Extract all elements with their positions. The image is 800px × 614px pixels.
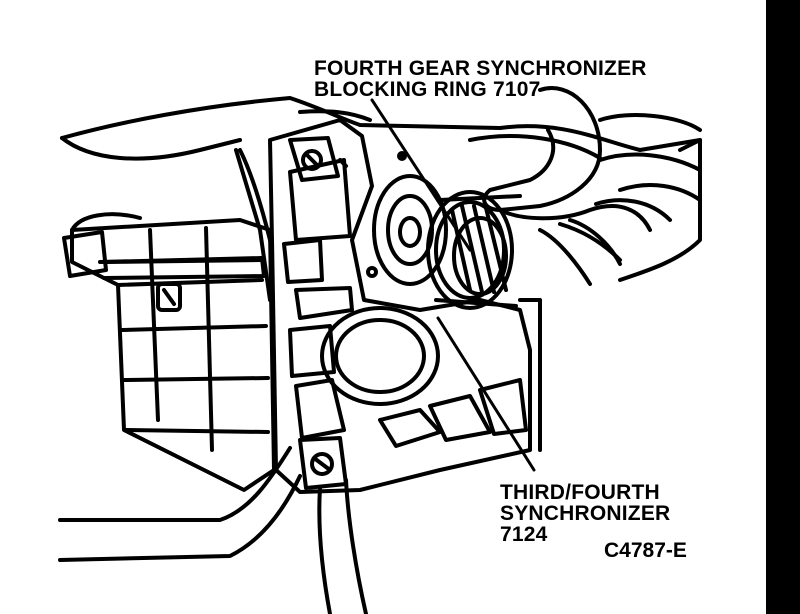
rear-housing [70,148,276,492]
upper-bolt [288,136,340,182]
label-fourth-gear-blocking-ring: FOURTH GEAR SYNCHRONIZER BLOCKING RING 7… [314,58,647,100]
diagram-illustration [58,86,702,614]
label-line: THIRD/FOURTH [500,481,660,504]
label-third-fourth-synchronizer: THIRD/FOURTH SYNCHRONIZER 7124 [500,482,670,545]
synchronizer-assembly [372,174,522,310]
label-line: BLOCKING RING 7107 [314,78,541,101]
leader-lines [370,98,536,472]
case-upper-outline [60,96,702,161]
rear-bearing-bore [320,306,440,406]
transmission-diagram: FOURTH GEAR SYNCHRONIZER BLOCKING RING 7… [0,0,766,614]
case-plate [268,118,532,494]
label-line: FOURTH GEAR SYNCHRONIZER [314,57,647,80]
label-line: SYNCHRONIZER [500,502,671,525]
figure-code: C4787-E [604,539,687,562]
case-right-edge [518,138,702,452]
label-line: 7124 [500,523,548,546]
technician-hand [482,86,702,286]
lower-bolt-and-sling [58,436,368,614]
support-bar [62,230,266,280]
